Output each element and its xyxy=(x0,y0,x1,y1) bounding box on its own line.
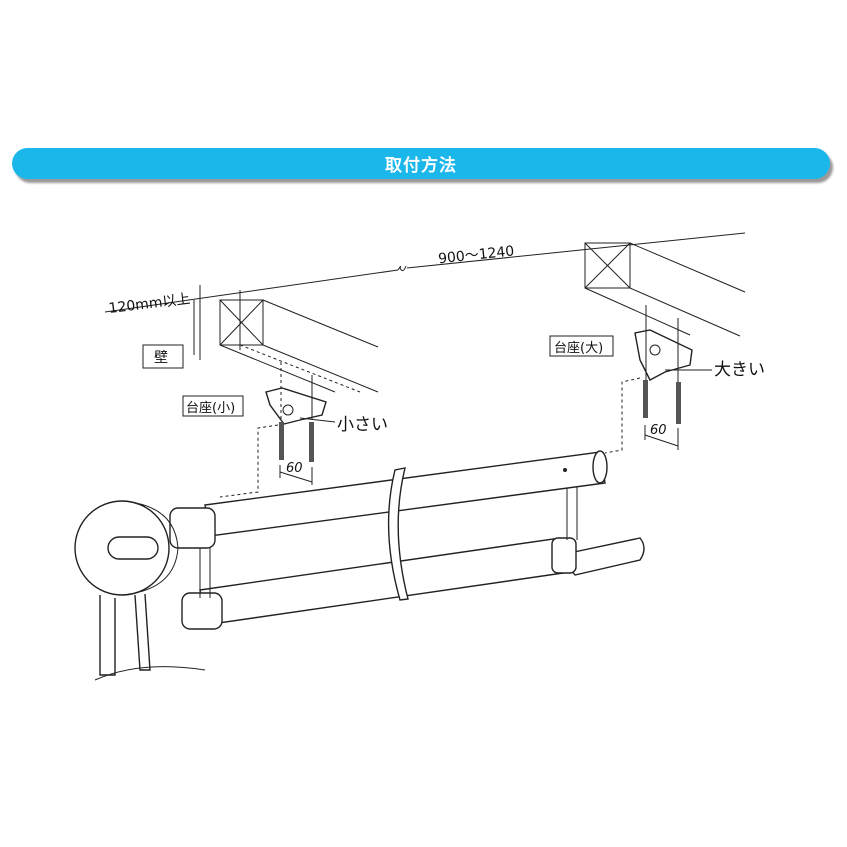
section-title-banner: 取付方法 xyxy=(12,148,830,179)
section-title: 取付方法 xyxy=(385,156,457,176)
right-ceiling-beam xyxy=(584,242,746,337)
screw-icon xyxy=(309,422,314,462)
screw-icon xyxy=(279,422,284,460)
bracket-small-note: 小さい xyxy=(337,415,388,435)
screw-icon xyxy=(643,380,648,418)
bracket-large-pitch: 60 xyxy=(650,423,667,438)
bracket-large-note: 大きい xyxy=(714,360,765,380)
span-dimension-line xyxy=(104,232,746,360)
bracket-large-label: 台座(大) xyxy=(554,341,603,356)
wall-label: 壁 xyxy=(154,350,168,366)
wall-label-box xyxy=(142,344,184,369)
span-dimension-label: 900～1240 xyxy=(437,243,515,267)
bracket-small-label: 台座(小) xyxy=(186,401,235,416)
left-ceiling-beam xyxy=(219,290,379,393)
bracket-large-label-box xyxy=(549,335,614,357)
screw-icon xyxy=(676,382,681,424)
small-bracket xyxy=(265,362,336,485)
drying-rod-assembly xyxy=(74,450,645,681)
wall-clearance-label: 120mm以上 xyxy=(108,291,191,317)
large-bracket xyxy=(634,305,712,450)
bracket-small-pitch: 60 xyxy=(286,461,303,476)
bracket-small-label-box xyxy=(182,395,244,417)
